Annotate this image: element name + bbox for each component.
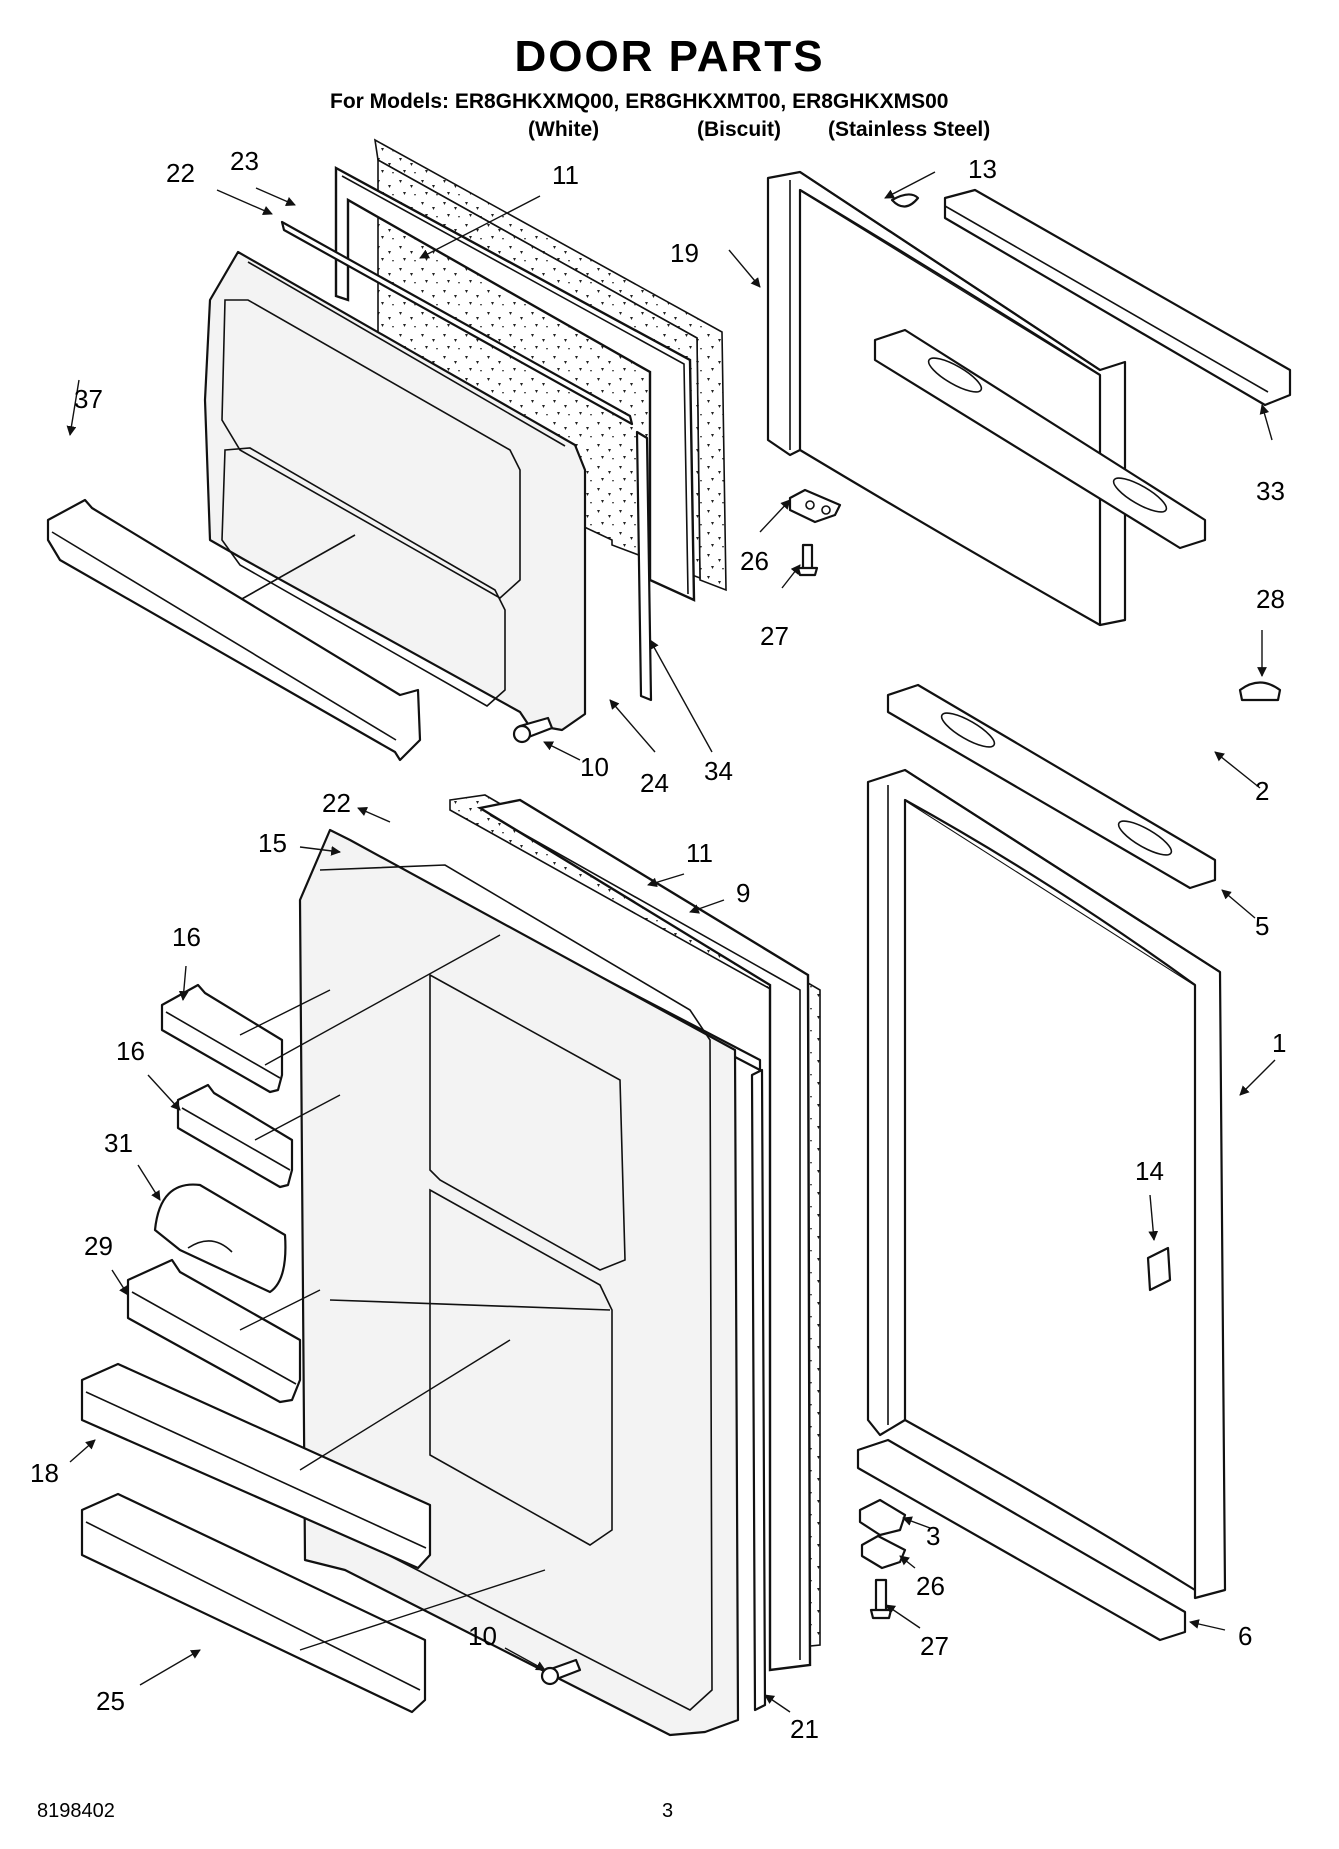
callout-10-lower: 10	[468, 1621, 497, 1651]
part-13-plug	[890, 193, 920, 208]
part-18-door-bin	[80, 1362, 432, 1570]
callout-22-upper: 22	[166, 158, 195, 188]
part-1-face-bottom	[904, 1419, 1196, 1591]
callout-1: 1	[1272, 1028, 1286, 1058]
part-9-gasket-inner	[489, 814, 801, 1660]
callout-29: 29	[84, 1231, 113, 1261]
freezer-liner-upper-shelf	[221, 299, 521, 599]
part-3-hinge	[858, 1498, 907, 1537]
part-16-door-bin-upper	[160, 983, 284, 1094]
part-23-breaker-strip	[280, 220, 634, 426]
part-19-face-bottom	[799, 449, 1101, 626]
liner-shelf-line	[329, 1299, 611, 1311]
callout-18: 18	[30, 1458, 59, 1488]
part-21-vertical-strip	[750, 1068, 767, 1712]
part-1-top-edge	[904, 769, 1221, 973]
liner-upper-bin	[429, 973, 626, 1271]
callout-10-upper: 10	[580, 752, 609, 782]
part-24-gasket-frame	[334, 165, 696, 602]
callout-33: 33	[1256, 476, 1285, 506]
part-9-gasket	[476, 798, 812, 1672]
part-6-bottom-trim	[856, 1438, 1187, 1642]
freezer-liner-guide-line	[239, 534, 356, 601]
part-31-cover-handle	[187, 1240, 233, 1253]
part-37-rail-edge	[51, 531, 397, 741]
part-16-middle-bin-edge	[181, 1107, 291, 1171]
part-33-trim-edge	[944, 205, 1269, 393]
part-27-screw-lower	[869, 1578, 893, 1620]
freezer-outer-door-assembly	[766, 170, 1292, 702]
freezer-liner-edge	[247, 261, 566, 447]
liner-outline-inner	[319, 864, 713, 1711]
part-2-handle-bracket	[873, 328, 1207, 550]
leader-arrows	[66, 171, 1276, 1713]
callout-37: 37	[74, 384, 103, 414]
freezer-door-liner	[203, 250, 587, 732]
variant-white: (White)	[528, 118, 600, 141]
callout-31: 31	[104, 1128, 133, 1158]
callout-15: 15	[258, 828, 287, 858]
callout-26-upper: 26	[740, 546, 769, 576]
callout-2: 2	[1255, 776, 1269, 806]
part-29-door-bin	[126, 1258, 302, 1404]
part-19-face-top	[799, 189, 1101, 376]
part-10-screw-lower	[540, 1658, 582, 1686]
part-26-hinge-upper	[788, 488, 842, 524]
variant-stainless: (Stainless Steel)	[828, 118, 991, 141]
part-16-upper-bin-edge	[165, 1011, 281, 1079]
part-19-top-edge	[799, 171, 1101, 371]
callout-5: 5	[1255, 911, 1269, 941]
callout-28: 28	[1256, 584, 1285, 614]
freezer-liner-lower-shelf	[221, 447, 506, 707]
callout-25: 25	[96, 1686, 125, 1716]
fresh-food-outer-door	[856, 683, 1227, 1642]
page-title: DOOR PARTS	[514, 32, 825, 81]
page-number: 3	[662, 1800, 674, 1822]
part-14-bracket	[1146, 1246, 1172, 1292]
models-line: For Models: ER8GHKXMQ00, ER8GHKXMT00, ER…	[330, 90, 949, 113]
callout-24: 24	[640, 768, 669, 798]
callout-16-lower: 16	[116, 1036, 145, 1066]
callout-11-lower: 11	[686, 838, 713, 868]
part-25-bin-edge	[85, 1521, 421, 1691]
bin-guide-lines	[239, 934, 546, 1651]
callout-16-upper: 16	[172, 922, 201, 952]
callout-13: 13	[968, 154, 997, 184]
part-29-bin-edge	[131, 1291, 297, 1385]
callout-26-lower: 26	[916, 1571, 945, 1601]
part-28-plug-button	[1238, 681, 1282, 702]
liner-lower-bin	[429, 1188, 613, 1546]
part-37-shelf-rail	[46, 498, 422, 762]
callout-34: 34	[704, 756, 733, 786]
callout-22-lower: 22	[322, 788, 351, 818]
variant-biscuit: (Biscuit)	[697, 118, 781, 141]
fresh-food-door-assembly	[80, 794, 821, 1737]
callout-14: 14	[1135, 1156, 1164, 1186]
part-10-screw-upper	[512, 716, 554, 744]
callout-11-upper: 11	[552, 160, 579, 190]
callout-19: 19	[670, 238, 699, 268]
part-16-door-bin-middle	[176, 1083, 294, 1189]
part-27-screw-upper	[796, 543, 819, 577]
callout-9: 9	[736, 878, 750, 908]
part-33-top-trim	[943, 188, 1292, 407]
callout-21: 21	[790, 1714, 819, 1744]
part-18-bin-edge	[85, 1391, 427, 1549]
document-number: 8198402	[37, 1800, 115, 1822]
callout-27-upper: 27	[760, 621, 789, 651]
part-1-face-top	[904, 799, 1196, 986]
part-31-dairy-cover	[153, 1183, 287, 1294]
fresh-food-liner	[298, 828, 740, 1737]
part-5-handle	[886, 683, 1217, 890]
part-25-door-bin	[80, 1492, 427, 1714]
callout-6: 6	[1238, 1621, 1252, 1651]
callout-23: 23	[230, 146, 259, 176]
part-34-vertical-strip	[635, 430, 653, 702]
callout-27-lower: 27	[920, 1631, 949, 1661]
callout-labels: 11 22 23 37 19 13 33 26 27 28 2 5 1 14 6…	[30, 146, 1286, 1744]
callout-3: 3	[926, 1521, 940, 1551]
part-26-hinge-lower	[860, 1534, 907, 1570]
freezer-door-assembly	[46, 138, 727, 762]
